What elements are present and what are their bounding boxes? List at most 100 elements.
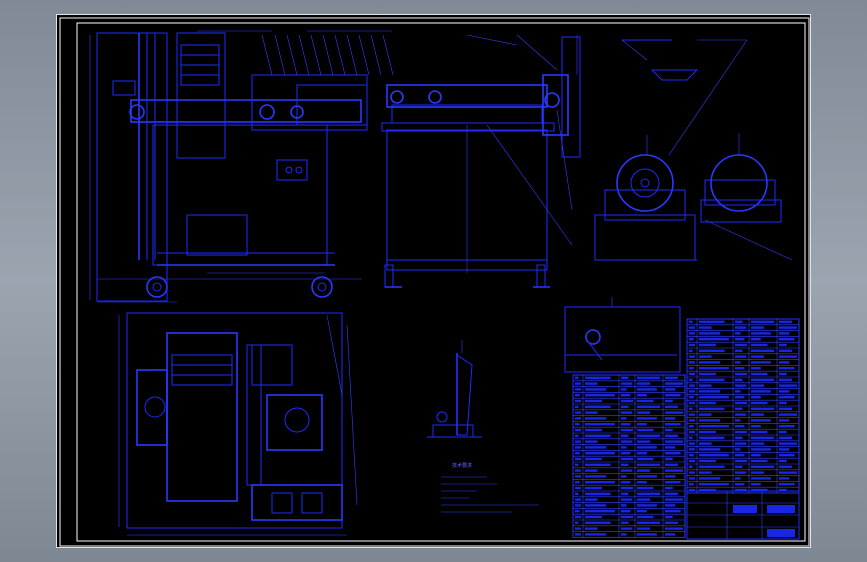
bom-cell-mark bbox=[585, 411, 598, 414]
bom-cell-mark bbox=[751, 378, 775, 381]
bom-cell-mark bbox=[689, 320, 693, 323]
bom-cell-mark bbox=[779, 459, 787, 463]
bom-cell-mark bbox=[779, 448, 790, 451]
bom-cell-mark bbox=[779, 332, 790, 335]
bom-cell-mark bbox=[699, 349, 725, 352]
bom-cell-mark bbox=[689, 454, 694, 457]
bom-cell-mark bbox=[585, 405, 611, 408]
bom-cell-mark bbox=[575, 498, 581, 501]
bom-cell-mark bbox=[575, 423, 580, 426]
bom-cell-mark bbox=[621, 481, 631, 484]
bom-cell-mark bbox=[699, 477, 721, 480]
bom-cell-mark bbox=[665, 382, 683, 385]
bom-cell-mark bbox=[585, 463, 611, 466]
bom-cell-mark bbox=[699, 488, 716, 492]
bom-cell-mark bbox=[585, 504, 607, 507]
bom-cell-mark bbox=[637, 376, 661, 379]
bom-cell-mark bbox=[637, 481, 647, 484]
bom-cell-mark bbox=[621, 515, 633, 519]
bom-cell-mark bbox=[689, 372, 695, 376]
bom-cell-mark bbox=[779, 454, 795, 457]
bom-cell-mark bbox=[621, 376, 629, 379]
bom-cell-mark bbox=[779, 425, 795, 428]
bom-cell-mark bbox=[751, 396, 761, 399]
bom-cell-mark bbox=[751, 425, 761, 428]
bom-cell-mark bbox=[751, 430, 768, 434]
bom-cell-mark bbox=[585, 533, 607, 536]
bom-cell-mark bbox=[751, 477, 771, 480]
bom-cell-mark bbox=[575, 533, 581, 536]
bom-cell-mark bbox=[637, 388, 657, 391]
bom-cell-mark bbox=[575, 399, 581, 403]
bom-cell-mark bbox=[779, 477, 790, 480]
bom-cell-mark bbox=[621, 463, 629, 466]
bom-cell-mark bbox=[575, 440, 581, 443]
bom-cell-mark bbox=[689, 326, 695, 329]
bom-cell-mark bbox=[699, 459, 716, 463]
bom-cell-mark bbox=[689, 343, 695, 347]
bom-cell-mark bbox=[699, 326, 712, 329]
bom-cell-mark bbox=[735, 483, 745, 486]
bom-cell-mark bbox=[779, 419, 790, 422]
caster-wheel-right bbox=[311, 276, 333, 298]
section-views bbox=[594, 39, 793, 261]
bom-cell-mark bbox=[779, 343, 787, 347]
bom-cell-mark bbox=[585, 388, 607, 391]
bom-cell-mark bbox=[689, 442, 695, 445]
bom-cell-mark bbox=[735, 477, 741, 480]
bom-cell-mark bbox=[699, 367, 729, 370]
bom-cell-mark bbox=[779, 384, 797, 387]
bom-cell-mark bbox=[699, 401, 716, 405]
bom-cell-mark bbox=[779, 401, 787, 405]
bom-cell-mark bbox=[699, 390, 721, 393]
plan-outline bbox=[126, 312, 343, 529]
section-b-drum bbox=[710, 154, 768, 212]
outer-border bbox=[59, 17, 810, 547]
bom-cell-mark bbox=[689, 430, 695, 434]
bom-cell-mark bbox=[699, 372, 716, 376]
bom-cell-mark bbox=[699, 442, 712, 445]
title-block bbox=[686, 490, 800, 540]
bom-cell-mark bbox=[751, 384, 765, 387]
bom-cell-mark bbox=[779, 471, 797, 474]
bom-cell-mark bbox=[751, 419, 771, 422]
bom-cell-mark bbox=[665, 533, 676, 536]
bom-cell-mark bbox=[621, 446, 627, 449]
bom-cell-mark bbox=[699, 465, 725, 468]
bom-cell-mark bbox=[637, 411, 651, 414]
bom-cell-mark bbox=[779, 483, 795, 486]
bom-cell-mark bbox=[575, 434, 579, 437]
bom-cell-mark bbox=[751, 320, 775, 323]
bom-cell-mark bbox=[585, 434, 611, 437]
bom-cell-mark bbox=[575, 417, 581, 420]
bom-cell-mark bbox=[637, 394, 647, 397]
bom-cell-mark bbox=[779, 355, 797, 358]
bom-cell-mark bbox=[699, 413, 712, 416]
side-shaft bbox=[386, 84, 548, 108]
bom-cell-mark bbox=[735, 442, 747, 445]
bom-cell-mark bbox=[665, 515, 673, 519]
drawing-sheet[interactable]: 技术要求 bbox=[56, 14, 811, 548]
bom-cell-mark bbox=[735, 396, 745, 399]
bom-cell-mark bbox=[699, 471, 712, 474]
engineering-drawing: 技术要求 bbox=[59, 17, 810, 547]
bom-cell-mark bbox=[689, 407, 693, 410]
bom-cell-mark bbox=[585, 527, 598, 530]
bom-cell-mark bbox=[621, 486, 633, 490]
bom-cell-mark bbox=[699, 454, 729, 457]
bom-cell-mark bbox=[665, 376, 678, 379]
bom-cell-mark bbox=[575, 510, 580, 513]
bom-cell-mark bbox=[779, 372, 787, 376]
bom-cell-mark bbox=[779, 390, 790, 393]
bom-cell-mark bbox=[751, 454, 761, 457]
bom-cell-mark bbox=[735, 367, 745, 370]
bom-cell-mark bbox=[779, 338, 795, 341]
bom-cell-mark bbox=[735, 372, 747, 376]
bom-cell-mark bbox=[751, 442, 765, 445]
bom-cell-mark bbox=[751, 372, 768, 376]
bom-cell-mark bbox=[751, 343, 768, 347]
bom-cell-mark bbox=[751, 355, 765, 358]
bom-cell-mark bbox=[751, 413, 765, 416]
bom-cell-mark bbox=[665, 423, 681, 426]
